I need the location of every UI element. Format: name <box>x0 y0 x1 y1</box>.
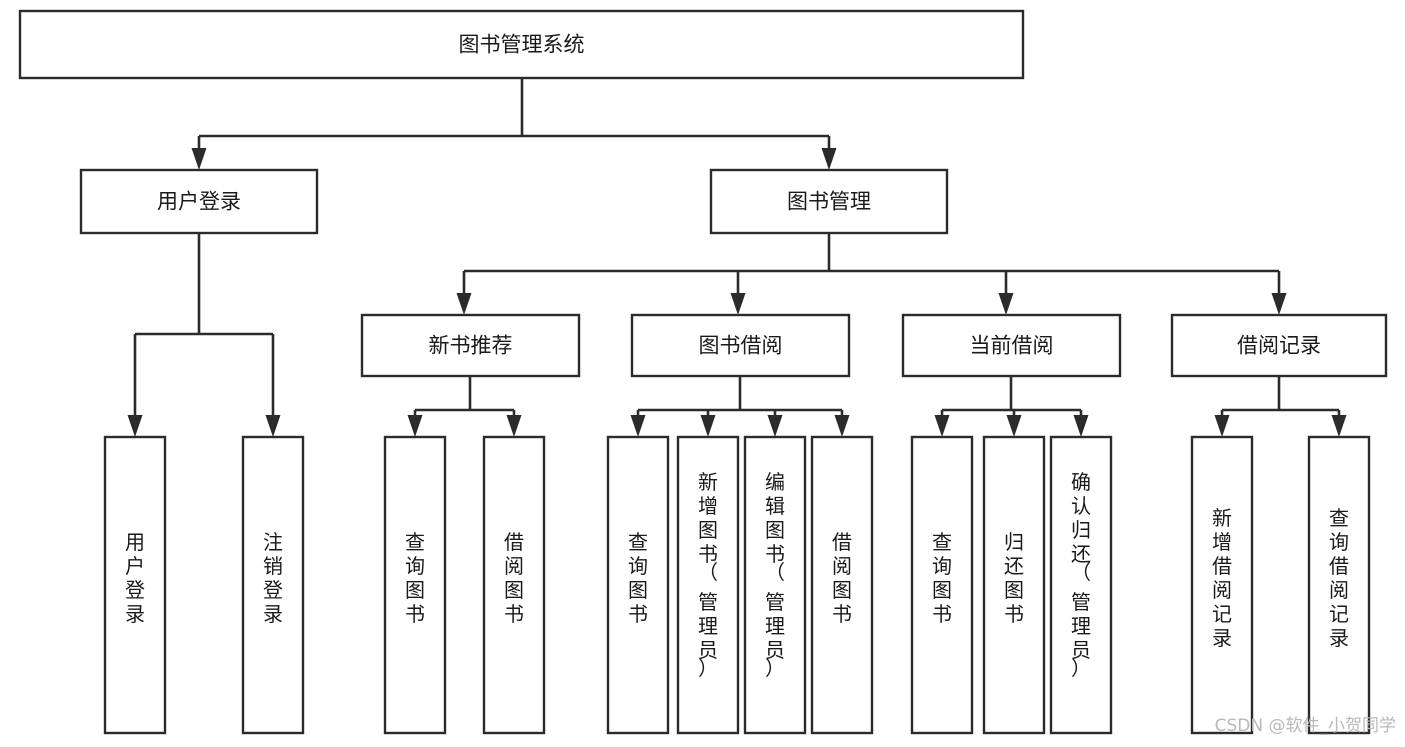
node-leaf-add-borrow-record[interactable]: 新增借阅记录 <box>1190 435 1254 735</box>
node-label-leaf-query-book-current: 查询图书 <box>932 530 952 626</box>
arrow-head-icon <box>821 148 837 170</box>
arrow-head-icon <box>700 415 716 437</box>
node-label-leaf-add-borrow-record: 新增借阅记录 <box>1212 506 1232 650</box>
node-label-user-login: 用户登录 <box>157 190 241 214</box>
node-box-leaf-logout-login[interactable] <box>241 435 305 735</box>
node-leaf-return-book[interactable]: 归还图书 <box>982 435 1046 735</box>
node-root[interactable]: 图书管理系统 <box>18 9 1025 80</box>
connector-layer <box>127 78 1347 437</box>
node-label-book-management: 图书管理 <box>787 190 871 214</box>
node-box-leaf-user-login[interactable] <box>103 435 167 735</box>
arrow-head-icon <box>265 415 281 437</box>
node-label-leaf-confirm-return-admin: 确认归还（管理员） <box>1071 470 1091 680</box>
node-label-leaf-logout-login: 注销登录 <box>263 530 283 626</box>
arrow-head-icon <box>1271 293 1287 315</box>
node-label-root: 图书管理系统 <box>459 33 585 57</box>
node-box-leaf-query-book-current[interactable] <box>910 435 974 735</box>
node-label-leaf-query-book-recommend: 查询图书 <box>405 530 425 626</box>
node-box-new-book-recommend[interactable] <box>360 313 581 378</box>
arrow-head-icon <box>506 415 522 437</box>
node-leaf-query-book-borrow[interactable]: 查询图书 <box>606 435 670 735</box>
node-label-new-book-recommend: 新书推荐 <box>429 334 513 358</box>
node-layer: 图书管理系统用户登录图书管理新书推荐图书借阅当前借阅借阅记录用户登录注销登录查询… <box>18 9 1388 735</box>
node-book-borrow[interactable]: 图书借阅 <box>630 313 851 378</box>
node-label-leaf-add-book-admin: 新增图书（管理员） <box>698 470 718 680</box>
arrow-head-icon <box>730 293 746 315</box>
node-box-leaf-return-book[interactable] <box>982 435 1046 735</box>
arrow-head-icon <box>1073 415 1089 437</box>
arrow-head-icon <box>127 415 143 437</box>
node-leaf-logout-login[interactable]: 注销登录 <box>241 435 305 735</box>
node-leaf-user-login[interactable]: 用户登录 <box>103 435 167 735</box>
arrow-head-icon <box>191 148 207 170</box>
arrow-head-icon <box>934 415 950 437</box>
node-label-leaf-query-borrow-record: 查询借阅记录 <box>1329 506 1349 650</box>
node-box-borrow-record[interactable] <box>1170 313 1388 378</box>
arrow-head-icon <box>1214 415 1230 437</box>
node-box-current-borrow[interactable] <box>901 313 1122 378</box>
arrow-head-icon <box>1006 415 1022 437</box>
node-label-current-borrow: 当前借阅 <box>970 334 1054 358</box>
node-leaf-edit-book-admin[interactable]: 编辑图书（管理员） <box>743 435 807 735</box>
arrow-head-icon <box>834 415 850 437</box>
node-box-leaf-query-borrow-record[interactable] <box>1307 435 1371 735</box>
csdn-watermark: CSDN @软件_小贺同学 <box>1215 716 1396 736</box>
node-leaf-confirm-return-admin[interactable]: 确认归还（管理员） <box>1049 435 1113 735</box>
arrow-head-icon <box>998 293 1014 315</box>
node-user-login[interactable]: 用户登录 <box>79 168 319 235</box>
node-label-leaf-user-login: 用户登录 <box>125 530 145 626</box>
arrow-head-icon <box>767 415 783 437</box>
node-label-leaf-query-book-borrow: 查询图书 <box>628 530 648 626</box>
node-box-root[interactable] <box>18 9 1025 80</box>
node-box-leaf-borrow-book[interactable] <box>810 435 874 735</box>
node-box-user-login[interactable] <box>79 168 319 235</box>
node-new-book-recommend[interactable]: 新书推荐 <box>360 313 581 378</box>
node-leaf-borrow-book-recommend[interactable]: 借阅图书 <box>482 435 546 735</box>
arrow-head-icon <box>407 415 423 437</box>
node-box-leaf-borrow-book-recommend[interactable] <box>482 435 546 735</box>
node-box-leaf-query-book-borrow[interactable] <box>606 435 670 735</box>
node-label-leaf-return-book: 归还图书 <box>1004 530 1024 626</box>
node-box-book-management[interactable] <box>709 168 949 235</box>
arrow-head-icon <box>1331 415 1347 437</box>
node-leaf-query-book-current[interactable]: 查询图书 <box>910 435 974 735</box>
node-label-leaf-edit-book-admin: 编辑图书（管理员） <box>765 470 785 680</box>
node-leaf-borrow-book[interactable]: 借阅图书 <box>810 435 874 735</box>
node-book-management[interactable]: 图书管理 <box>709 168 949 235</box>
node-current-borrow[interactable]: 当前借阅 <box>901 313 1122 378</box>
node-leaf-query-book-recommend[interactable]: 查询图书 <box>383 435 447 735</box>
node-borrow-record[interactable]: 借阅记录 <box>1170 313 1388 378</box>
node-box-leaf-edit-book-admin[interactable] <box>743 435 807 735</box>
node-box-leaf-confirm-return-admin[interactable] <box>1049 435 1113 735</box>
node-label-leaf-borrow-book: 借阅图书 <box>832 530 852 626</box>
node-label-borrow-record: 借阅记录 <box>1237 334 1321 358</box>
node-label-leaf-borrow-book-recommend: 借阅图书 <box>504 530 524 626</box>
node-box-leaf-add-borrow-record[interactable] <box>1190 435 1254 735</box>
node-box-leaf-query-book-recommend[interactable] <box>383 435 447 735</box>
node-box-leaf-add-book-admin[interactable] <box>676 435 740 735</box>
node-label-book-borrow: 图书借阅 <box>699 334 783 358</box>
node-leaf-query-borrow-record[interactable]: 查询借阅记录 <box>1307 435 1371 735</box>
arrow-head-icon <box>630 415 646 437</box>
node-box-book-borrow[interactable] <box>630 313 851 378</box>
arrow-head-icon <box>456 293 472 315</box>
node-leaf-add-book-admin[interactable]: 新增图书（管理员） <box>676 435 740 735</box>
